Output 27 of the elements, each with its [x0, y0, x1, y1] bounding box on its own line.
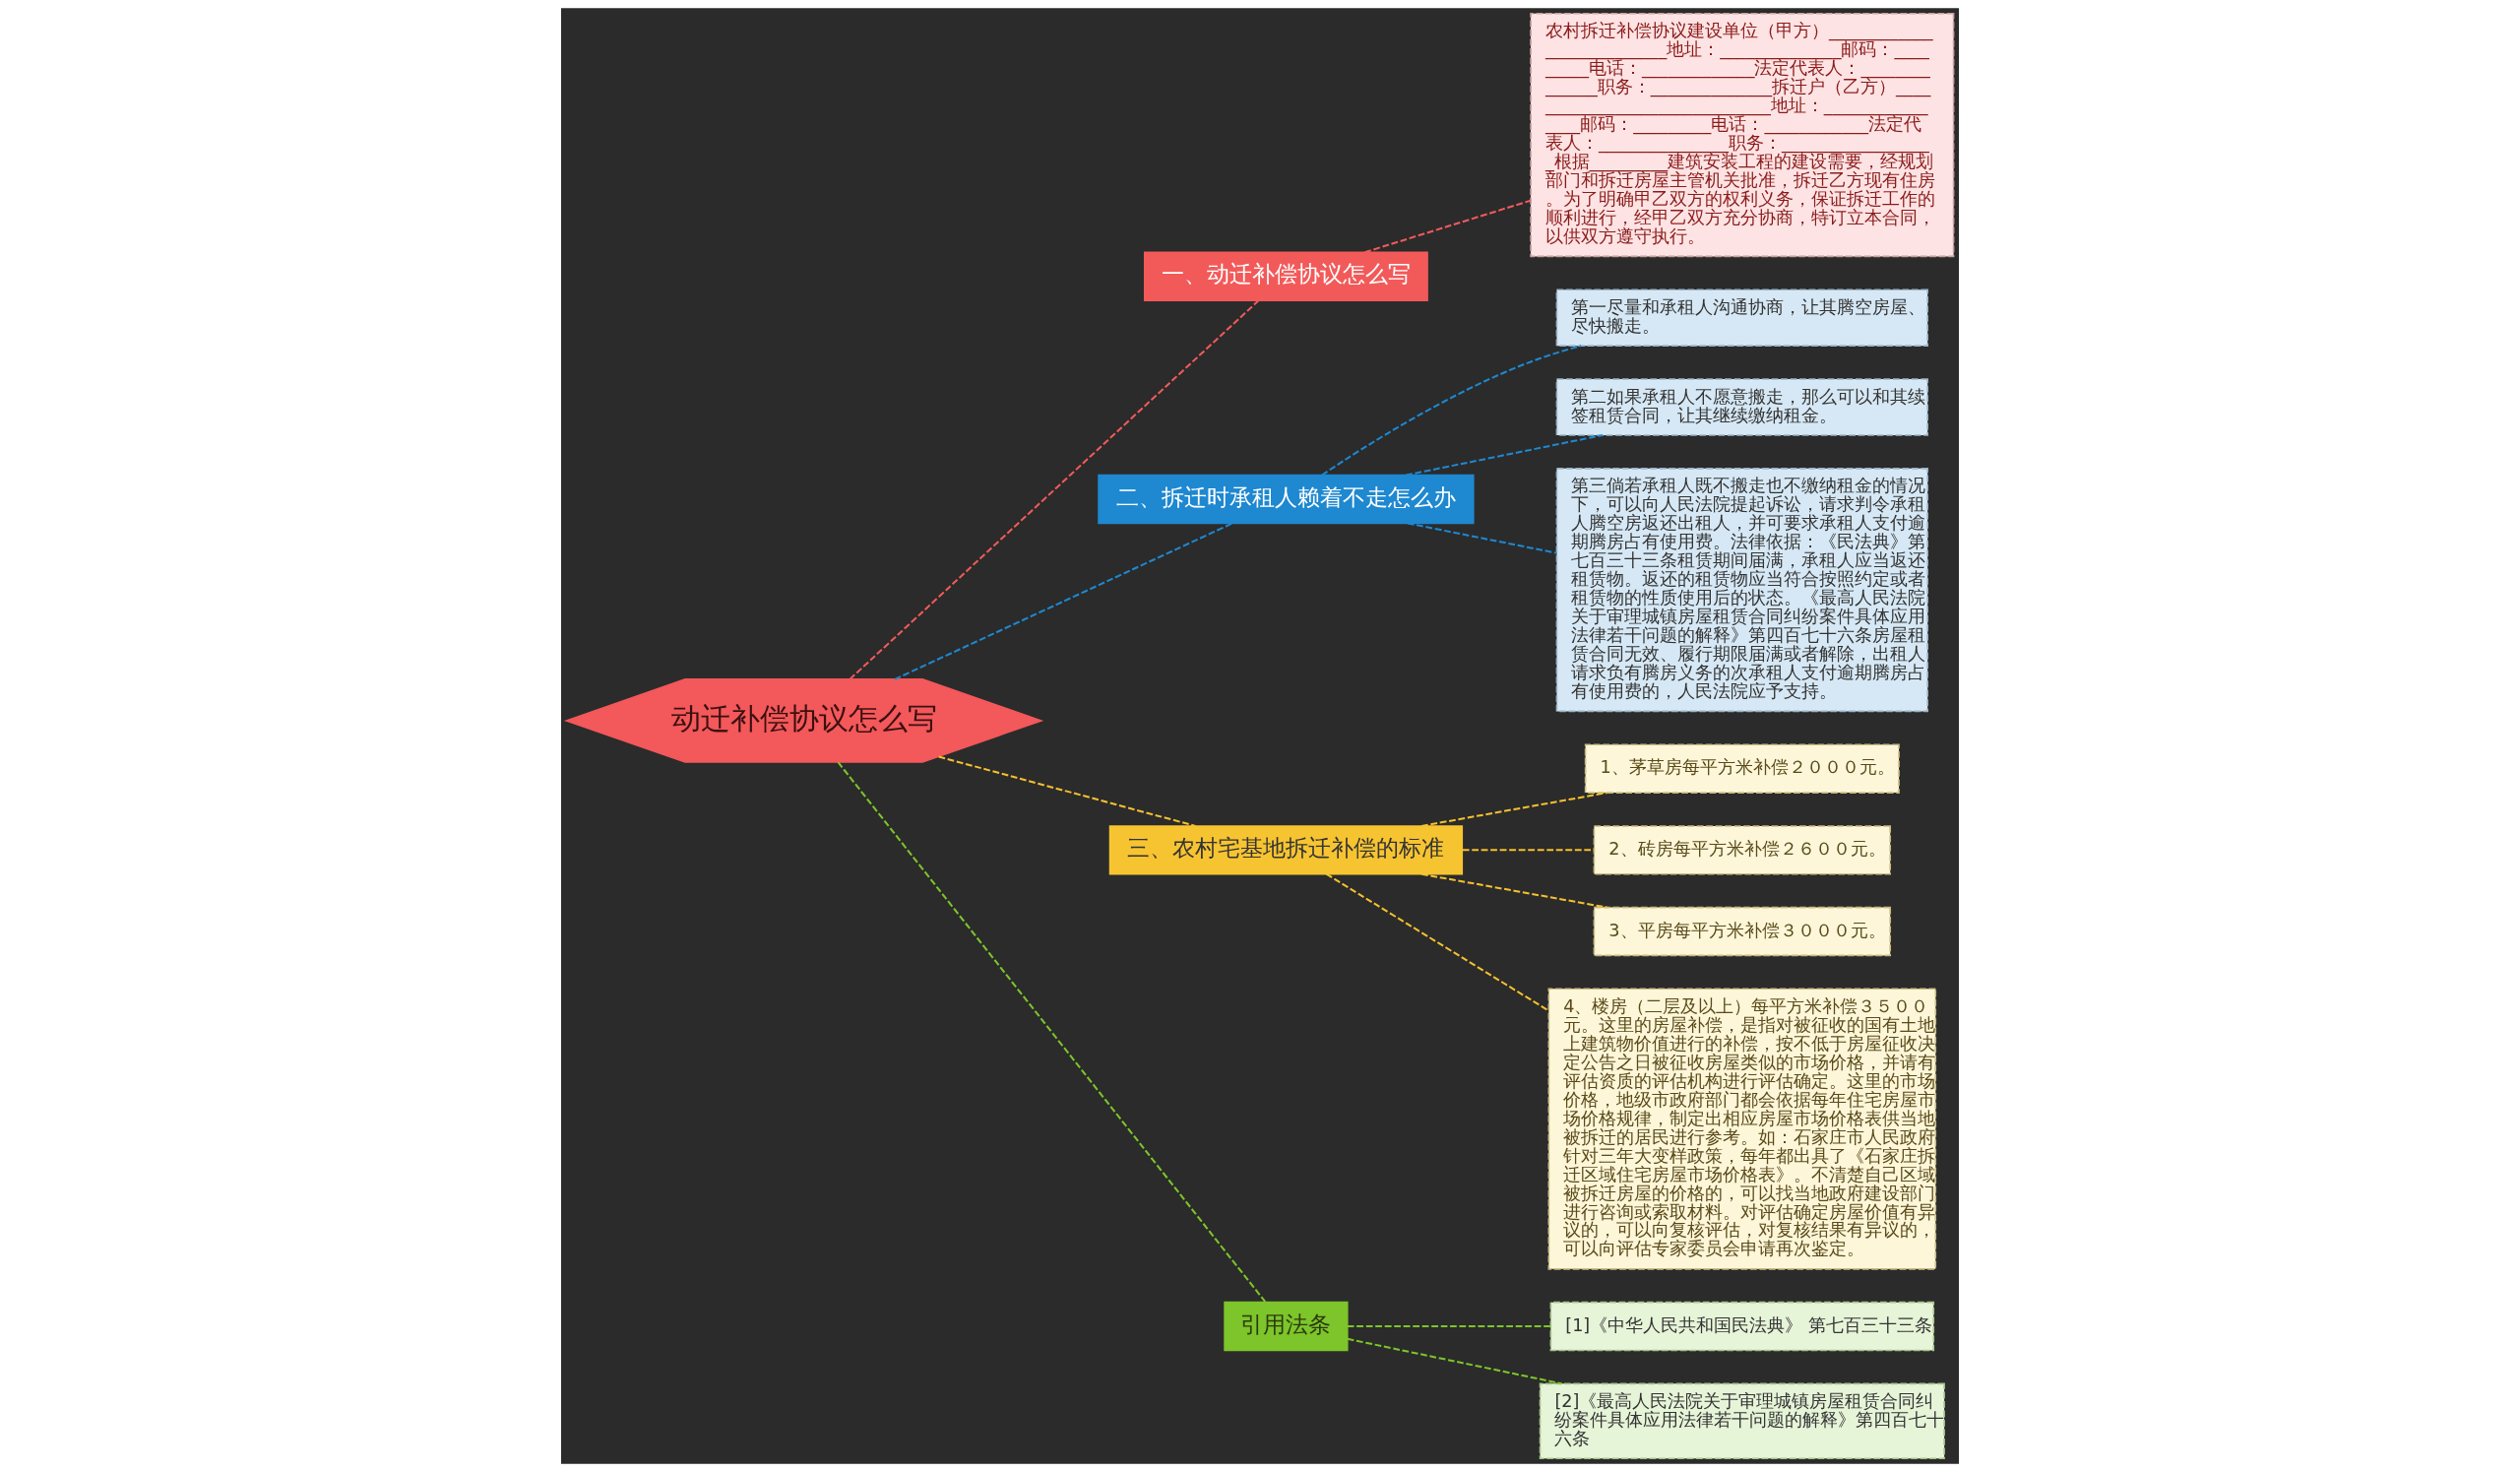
node-box: 一、动迁补偿协议怎么写 [1143, 251, 1428, 301]
node-box: 第二如果承租人不愿意搬走，那么可以和其续签租赁合同，让其继续缴纳租金。 [1555, 378, 1928, 436]
connector [938, 755, 1196, 827]
node-box: 引用法条 [1224, 1301, 1349, 1352]
connector [894, 522, 1233, 680]
connector [1406, 434, 1604, 477]
node-box: 1、茅草房每平方米补偿２０００元。 [1584, 743, 1900, 794]
node-box: 第三倘若承租人既不搬走也不缴纳租金的情况下，可以向人民法院提起诉讼，请求判令承租人腾空房返还出租人，并可要求承租人支付逾期腾房占有使用费。法律依据：《民法典》第七百三十三条租赁期间届满，承租人应当返还租赁物。返还的租赁物应当符合按照约定或者租赁物的性质使用后的状态。《最高人民法院关于审理城镇房屋租赁合同纠纷案件具体应用法律若干问题的解释》第四百七十六条房屋租赁合同无效、履行期限届满或者解除，出租人请求负有腾房义务的次承租人支付逾期腾房占有使用费的，人民法院应予支持。 [1555, 468, 1928, 713]
node-box: 3、平房每平方米补偿３０００元。 [1593, 906, 1892, 957]
node-box: 2、砖房每平方米补偿２６００元。 [1593, 825, 1892, 875]
connector [1347, 1337, 1562, 1385]
node-box: 第一尽量和承租人沟通协商，让其腾空房屋、尽快搬走。 [1555, 288, 1928, 347]
connector [1420, 792, 1607, 827]
connector [1420, 872, 1607, 909]
node-box: 4、楼房（二层及以上）每平方米补偿３５００元。这里的房屋补偿，是指对被征收的国有土地上建筑物价值进行的补偿，按不低于房屋征收决定公告之日被征收房屋类似的市场价格，并请有评估资质的评估机构进行评估确定。这里的市场价格，地级市政府部门都会依据每年住宅房屋市场价格规律，制定出相应房屋市场价格表供当地被拆迁的居民进行参考。如：石家庄市人民政府针对三年大变样政策，每年都出具了《石家庄拆迁区域住宅房屋市场价格表》。不清楚自己区域被拆迁房屋的价格的，可以找当地政府建设部门进行咨询或索取材料。对评估确定房屋价值有异议的，可以向复核评估，对复核结果有异议的，可以向评估专家委员会申请再次鉴定。 [1547, 988, 1937, 1270]
connector [837, 761, 1267, 1303]
connector [1364, 199, 1532, 254]
node-box: 二、拆迁时承租人赖着不走怎么办 [1098, 474, 1475, 525]
connector [1325, 872, 1549, 1012]
connector [849, 299, 1260, 680]
connector [1407, 522, 1557, 554]
node-box: 农村拆迁补偿协议建设单位（甲方）__________________________地址：______________邮码：_________电话：_____________法定代表人：______________职务：______________拆迁户（乙方）______________________________地址：________________邮码：_________电话：____________法定代表人：_______________职务：__________________根据_________建筑安装工程的建设需要，经规划部门和拆迁房屋主管机关批准，拆迁乙方现有住房。为了明确甲乙双方的权利义务，保证拆迁工作的顺利进行，经甲乙双方充分协商，特订立本合同，以供双方遵守执行。 [1530, 12, 1955, 258]
node-box: [1]《中华人民共和国民法典》 第七百三十三条 [1549, 1301, 1935, 1352]
connector [1321, 345, 1582, 477]
node-box: 三、农村宅基地拆迁补偿的标准 [1108, 825, 1464, 875]
node-box: [2]《最高人民法院关于审理城镇房屋租赁合同纠纷案件具体应用法律若干问题的解释》第四百七十六条 [1539, 1382, 1945, 1460]
connector [1347, 1325, 1551, 1328]
